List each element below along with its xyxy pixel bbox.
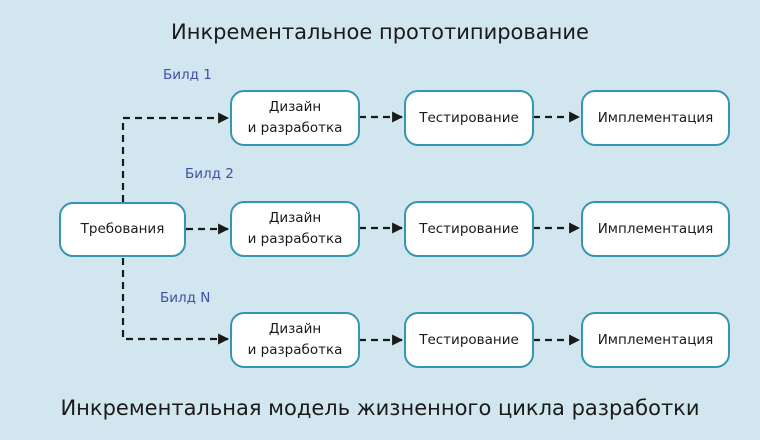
build-n-label: Билд N <box>160 290 211 306</box>
edge-root-to-build-1-design <box>121 112 230 202</box>
build-n-implementation-node: Имплементация <box>581 312 730 368</box>
requirements-node: Требования <box>59 202 186 257</box>
edge-root-to-build-n-design <box>121 258 230 345</box>
build-2-testing-node: Тестирование <box>404 201 534 257</box>
diagram-title: Инкрементальное прототипирование <box>171 20 589 44</box>
build-1-testing-node: Тестирование <box>404 90 534 146</box>
build-n-testing-node: Тестирование <box>404 312 534 368</box>
build-1-label: Билд 1 <box>163 67 212 83</box>
build-2-label: Билд 2 <box>185 166 234 182</box>
build-2-design-node: Дизайн и разработка <box>230 201 360 257</box>
diagram-caption: Инкрементальная модель жизненного цикла … <box>60 396 700 420</box>
build-2-implementation-node: Имплементация <box>581 201 730 257</box>
build-1-design-node: Дизайн и разработка <box>230 90 360 146</box>
build-1-implementation-node: Имплементация <box>581 90 730 146</box>
build-n-design-node: Дизайн и разработка <box>230 312 360 368</box>
